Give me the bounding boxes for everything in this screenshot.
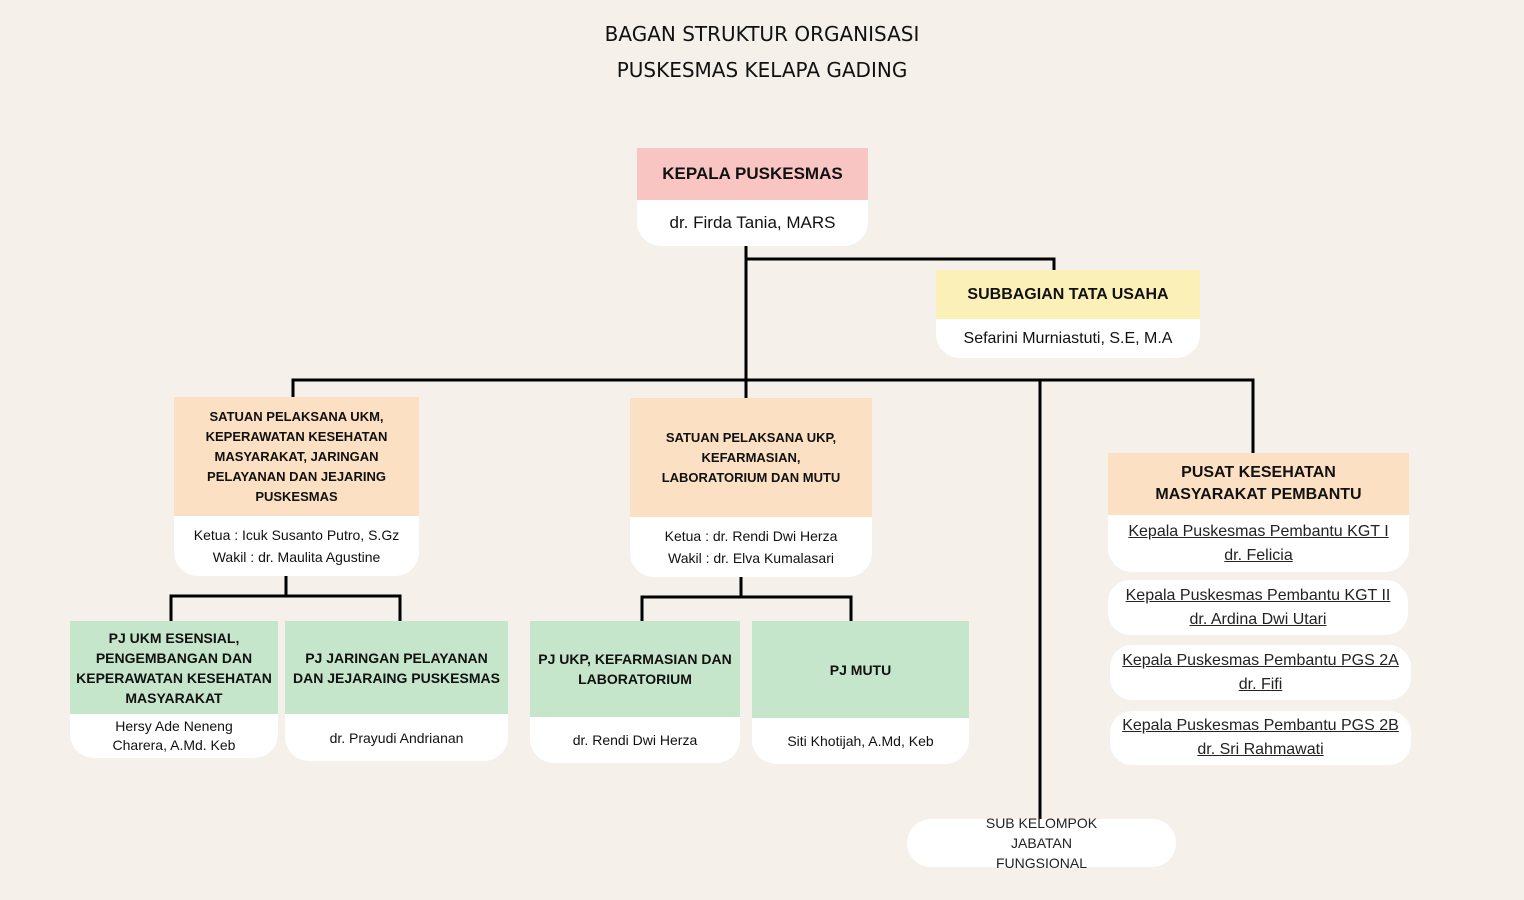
pj-ukm-box: PJ UKM ESENSIAL, PENGEMBANGAN DAN KEPERA… — [70, 621, 278, 758]
satuan-ukp-wakil: Wakil : dr. Elva Kumalasari — [668, 550, 834, 566]
pj-ukp-box: PJ UKP, KEFARMASIAN DAN LABORATORIUM dr.… — [530, 621, 740, 763]
pustu-item-name: dr. Sri Rahmawati — [1197, 741, 1324, 758]
tata-usaha-box: SUBBAGIAN TATA USAHA Sefarini Murniastut… — [936, 270, 1200, 358]
chart-title-line1: BAGAN STRUKTUR ORGANISASI — [604, 22, 920, 46]
pustu-item[interactable]: Kepala Puskesmas Pembantu PGS 2B dr. Sri… — [1110, 711, 1411, 765]
satuan-ukm-title: SATUAN PELAKSANA UKM, KEPERAWATAN KESEHA… — [174, 397, 419, 516]
pj-ukp-name: dr. Rendi Dwi Herza — [530, 717, 740, 763]
pustu-item-name: dr. Ardina Dwi Utari — [1189, 610, 1327, 628]
satuan-ukm-wakil: Wakil : dr. Maulita Agustine — [212, 549, 381, 565]
tata-usaha-title: SUBBAGIAN TATA USAHA — [936, 270, 1200, 319]
fungsional-box: SUB KELOMPOK JABATAN FUNGSIONAL — [907, 815, 1176, 871]
satuan-ukp-ketua: Ketua : dr. Rendi Dwi Herza — [664, 528, 838, 544]
pustu-item[interactable]: Kepala Puskesmas Pembantu PGS 2A dr. Fif… — [1110, 645, 1411, 700]
kepala-puskesmas-box: KEPALA PUSKESMAS dr. Firda Tania, MARS — [637, 148, 868, 246]
pj-ukm-name: Hersy Ade Neneng Charera, A.Md. Keb — [70, 714, 278, 758]
pj-mutu-name: Siti Khotijah, A.Md, Keb — [752, 718, 969, 764]
pustu-item-name: dr. Felicia — [1224, 546, 1293, 564]
tata-usaha-name: Sefarini Murniastuti, S.E, M.A — [936, 319, 1200, 358]
pj-jaringan-title: PJ JARINGAN PELAYANAN DAN JEJARAING PUSK… — [285, 621, 508, 714]
pustu-item[interactable]: Kepala Puskesmas Pembantu KGT I dr. Feli… — [1108, 515, 1409, 572]
pustu-item-title: Kepala Puskesmas Pembantu KGT II — [1125, 586, 1391, 604]
pustu-item-title: Kepala Puskesmas Pembantu PGS 2A — [1122, 651, 1399, 669]
pustu-title: PUSAT KESEHATAN MASYARAKAT PEMBANTU — [1108, 453, 1409, 515]
satuan-ukp-box: SATUAN PELAKSANA UKP, KEFARMASIAN, LABOR… — [630, 398, 872, 577]
satuan-ukm-ketua: Ketua : Icuk Susanto Putro, S.Gz — [193, 527, 400, 543]
pustu-header-box: PUSAT KESEHATAN MASYARAKAT PEMBANTU — [1108, 453, 1409, 515]
satuan-ukp-title: SATUAN PELAKSANA UKP, KEFARMASIAN, LABOR… — [630, 398, 872, 517]
pustu-item-title: Kepala Puskesmas Pembantu PGS 2B — [1122, 717, 1399, 734]
pj-ukm-title: PJ UKM ESENSIAL, PENGEMBANGAN DAN KEPERA… — [70, 621, 278, 714]
pustu-item[interactable]: Kepala Puskesmas Pembantu KGT II dr. Ard… — [1108, 580, 1408, 635]
pj-mutu-box: PJ MUTU Siti Khotijah, A.Md, Keb — [752, 621, 969, 764]
kepala-puskesmas-title: KEPALA PUSKESMAS — [637, 148, 868, 200]
pj-ukp-title: PJ UKP, KEFARMASIAN DAN LABORATORIUM — [530, 621, 740, 717]
fungsional-title: SUB KELOMPOK JABATAN FUNGSIONAL — [985, 815, 1098, 871]
pj-mutu-title: PJ MUTU — [752, 621, 969, 718]
pustu-item-name: dr. Fifi — [1238, 675, 1283, 693]
pj-jaringan-box: PJ JARINGAN PELAYANAN DAN JEJARAING PUSK… — [285, 621, 508, 761]
chart-title-line2: PUSKESMAS KELAPA GADING — [616, 58, 908, 82]
pj-jaringan-name: dr. Prayudi Andrianan — [285, 714, 508, 761]
kepala-puskesmas-name: dr. Firda Tania, MARS — [637, 200, 868, 246]
satuan-ukm-box: SATUAN PELAKSANA UKM, KEPERAWATAN KESEHA… — [174, 397, 419, 576]
pustu-item-title: Kepala Puskesmas Pembantu KGT I — [1128, 522, 1389, 540]
